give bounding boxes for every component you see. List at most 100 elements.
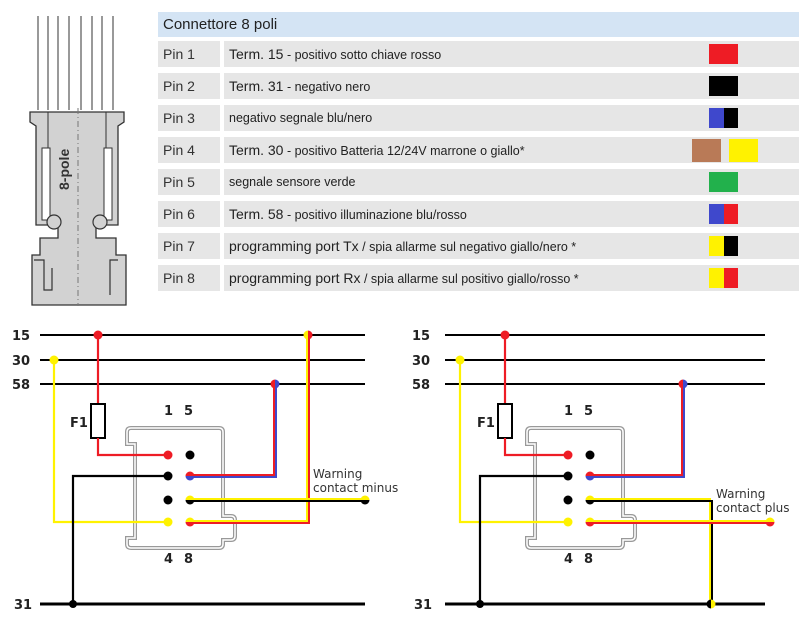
- pin-description: programming port Tx / spia allarme sul n…: [224, 233, 799, 259]
- wire-pin6-stripe: [190, 384, 277, 478]
- wire-pin6-stripe: [590, 384, 685, 478]
- junction-58-left: [678, 379, 683, 389]
- pin-5: [185, 450, 195, 460]
- pin-label-4: 4: [564, 552, 573, 567]
- pin-label-1: 1: [164, 404, 173, 419]
- terminal-label: Term. 58: [229, 206, 284, 222]
- pin-number: Pin 5: [158, 169, 220, 195]
- description-text: / spia allarme sul positivo giallo/rosso…: [360, 272, 579, 286]
- pin-description: negativo segnale blu/nero: [224, 105, 799, 131]
- wire-pin7: [590, 498, 711, 604]
- pin-3: [163, 495, 173, 505]
- fuse-label: F1: [70, 416, 88, 431]
- pin-5: [585, 450, 595, 460]
- color-swatch-part: [709, 268, 724, 288]
- pin-description: segnale sensore verde: [224, 169, 799, 195]
- terminal-label: Term. 30: [229, 142, 284, 158]
- wire-term31-pin2: [478, 474, 568, 604]
- pin-3: [563, 495, 573, 505]
- connector-outline-inner: [526, 427, 636, 549]
- description-text: - positivo sotto chiave rosso: [283, 48, 442, 62]
- junction-15-yellow-red-left: [303, 330, 308, 340]
- color-swatch-part: [723, 108, 738, 128]
- pin-6-top: [585, 471, 595, 476]
- table-title: Connettore 8 poli: [158, 12, 799, 37]
- warning-contact-terminal-bottom: [765, 522, 775, 527]
- pin-number: Pin 4: [158, 137, 220, 163]
- fuse-label: F1: [477, 416, 495, 431]
- junction-31-yellow-black-left: [706, 599, 711, 609]
- warning-contact-terminal-top: [765, 517, 775, 522]
- bus-label-30: 30: [12, 354, 30, 369]
- pin-4: [563, 517, 573, 527]
- table-row: Pin 8 programming port Rx / spia allarme …: [158, 265, 799, 291]
- color-swatch-part: [709, 236, 724, 256]
- description-text: / spia allarme sul negativo giallo/nero …: [358, 240, 577, 254]
- wire-pin6: [590, 384, 683, 476]
- pin-number: Pin 7: [158, 233, 220, 259]
- description-text: segnale sensore verde: [229, 175, 356, 189]
- wire-pin1: [503, 438, 568, 457]
- bus-label-58: 58: [412, 378, 430, 393]
- wire-pin7-stripe: [590, 500, 713, 604]
- pin-number: Pin 1: [158, 41, 220, 67]
- pin-description: Term. 31 - negativo nero: [224, 73, 799, 99]
- junction-58-right: [275, 379, 280, 389]
- pin-number: Pin 8: [158, 265, 220, 291]
- color-swatch-part: [709, 204, 724, 224]
- color-swatch-part: [709, 108, 724, 128]
- description-text: - positivo Batteria 12/24V marrone o gia…: [283, 144, 525, 158]
- wire-term30-pin4: [52, 360, 168, 524]
- color-swatch-part: [723, 236, 738, 256]
- fuse-f1: [90, 403, 106, 439]
- pin-6-bottom: [185, 476, 195, 481]
- junction-30-yellow: [49, 355, 59, 365]
- pin-label-8: 8: [184, 552, 193, 567]
- junction-15-red: [93, 330, 103, 340]
- terminal-label: programming port Rx: [229, 270, 361, 286]
- connector-wires: [37, 16, 114, 110]
- pin-table: Connettore 8 poli Pin 1 Term. 15 - positi…: [158, 12, 799, 297]
- bus-label-15: 15: [12, 329, 30, 344]
- pin-label-5: 5: [184, 404, 193, 419]
- bus-label-31: 31: [14, 598, 32, 613]
- table-row: Pin 5 segnale sensore verde: [158, 169, 799, 195]
- warning-label-line2: contact plus: [716, 501, 790, 515]
- pin-label-1: 1: [564, 404, 573, 419]
- warning-contact-terminal-top: [360, 495, 370, 500]
- pin-number: Pin 2: [158, 73, 220, 99]
- bus-label-31: 31: [414, 598, 432, 613]
- terminal-label: Term. 15: [229, 46, 284, 62]
- color-swatch-part: [709, 44, 738, 64]
- warning-contact-terminal-bottom: [360, 500, 370, 505]
- bus-label-30: 30: [412, 354, 430, 369]
- connector-illustration: 8-pole: [29, 16, 127, 306]
- pin-4: [163, 517, 173, 527]
- wire-term30-pin4: [458, 360, 568, 524]
- connector-outline: [125, 426, 237, 550]
- pin-6-top: [185, 471, 195, 476]
- bus-label-15: 15: [412, 329, 430, 344]
- wire-pin6: [190, 384, 275, 476]
- junction-31-black: [476, 600, 484, 608]
- pin-label-8: 8: [584, 552, 593, 567]
- pin-label-5: 5: [584, 404, 593, 419]
- pin-number: Pin 3: [158, 105, 220, 131]
- wire-term31-pin2: [71, 474, 168, 604]
- color-swatch-part: [709, 172, 738, 192]
- warning-label-line2: contact minus: [313, 481, 398, 495]
- pin-description: Term. 30 - positivo Batteria 12/24V marr…: [224, 137, 799, 163]
- bus-label-58: 58: [12, 378, 30, 393]
- pin-1: [563, 450, 573, 460]
- color-swatch-part: [709, 76, 738, 96]
- wire-pin8-stripe: [190, 335, 310, 524]
- connector-outline-inner: [126, 427, 236, 549]
- junction-31-yellow-black-right: [711, 599, 716, 609]
- junction-58-left: [270, 379, 275, 389]
